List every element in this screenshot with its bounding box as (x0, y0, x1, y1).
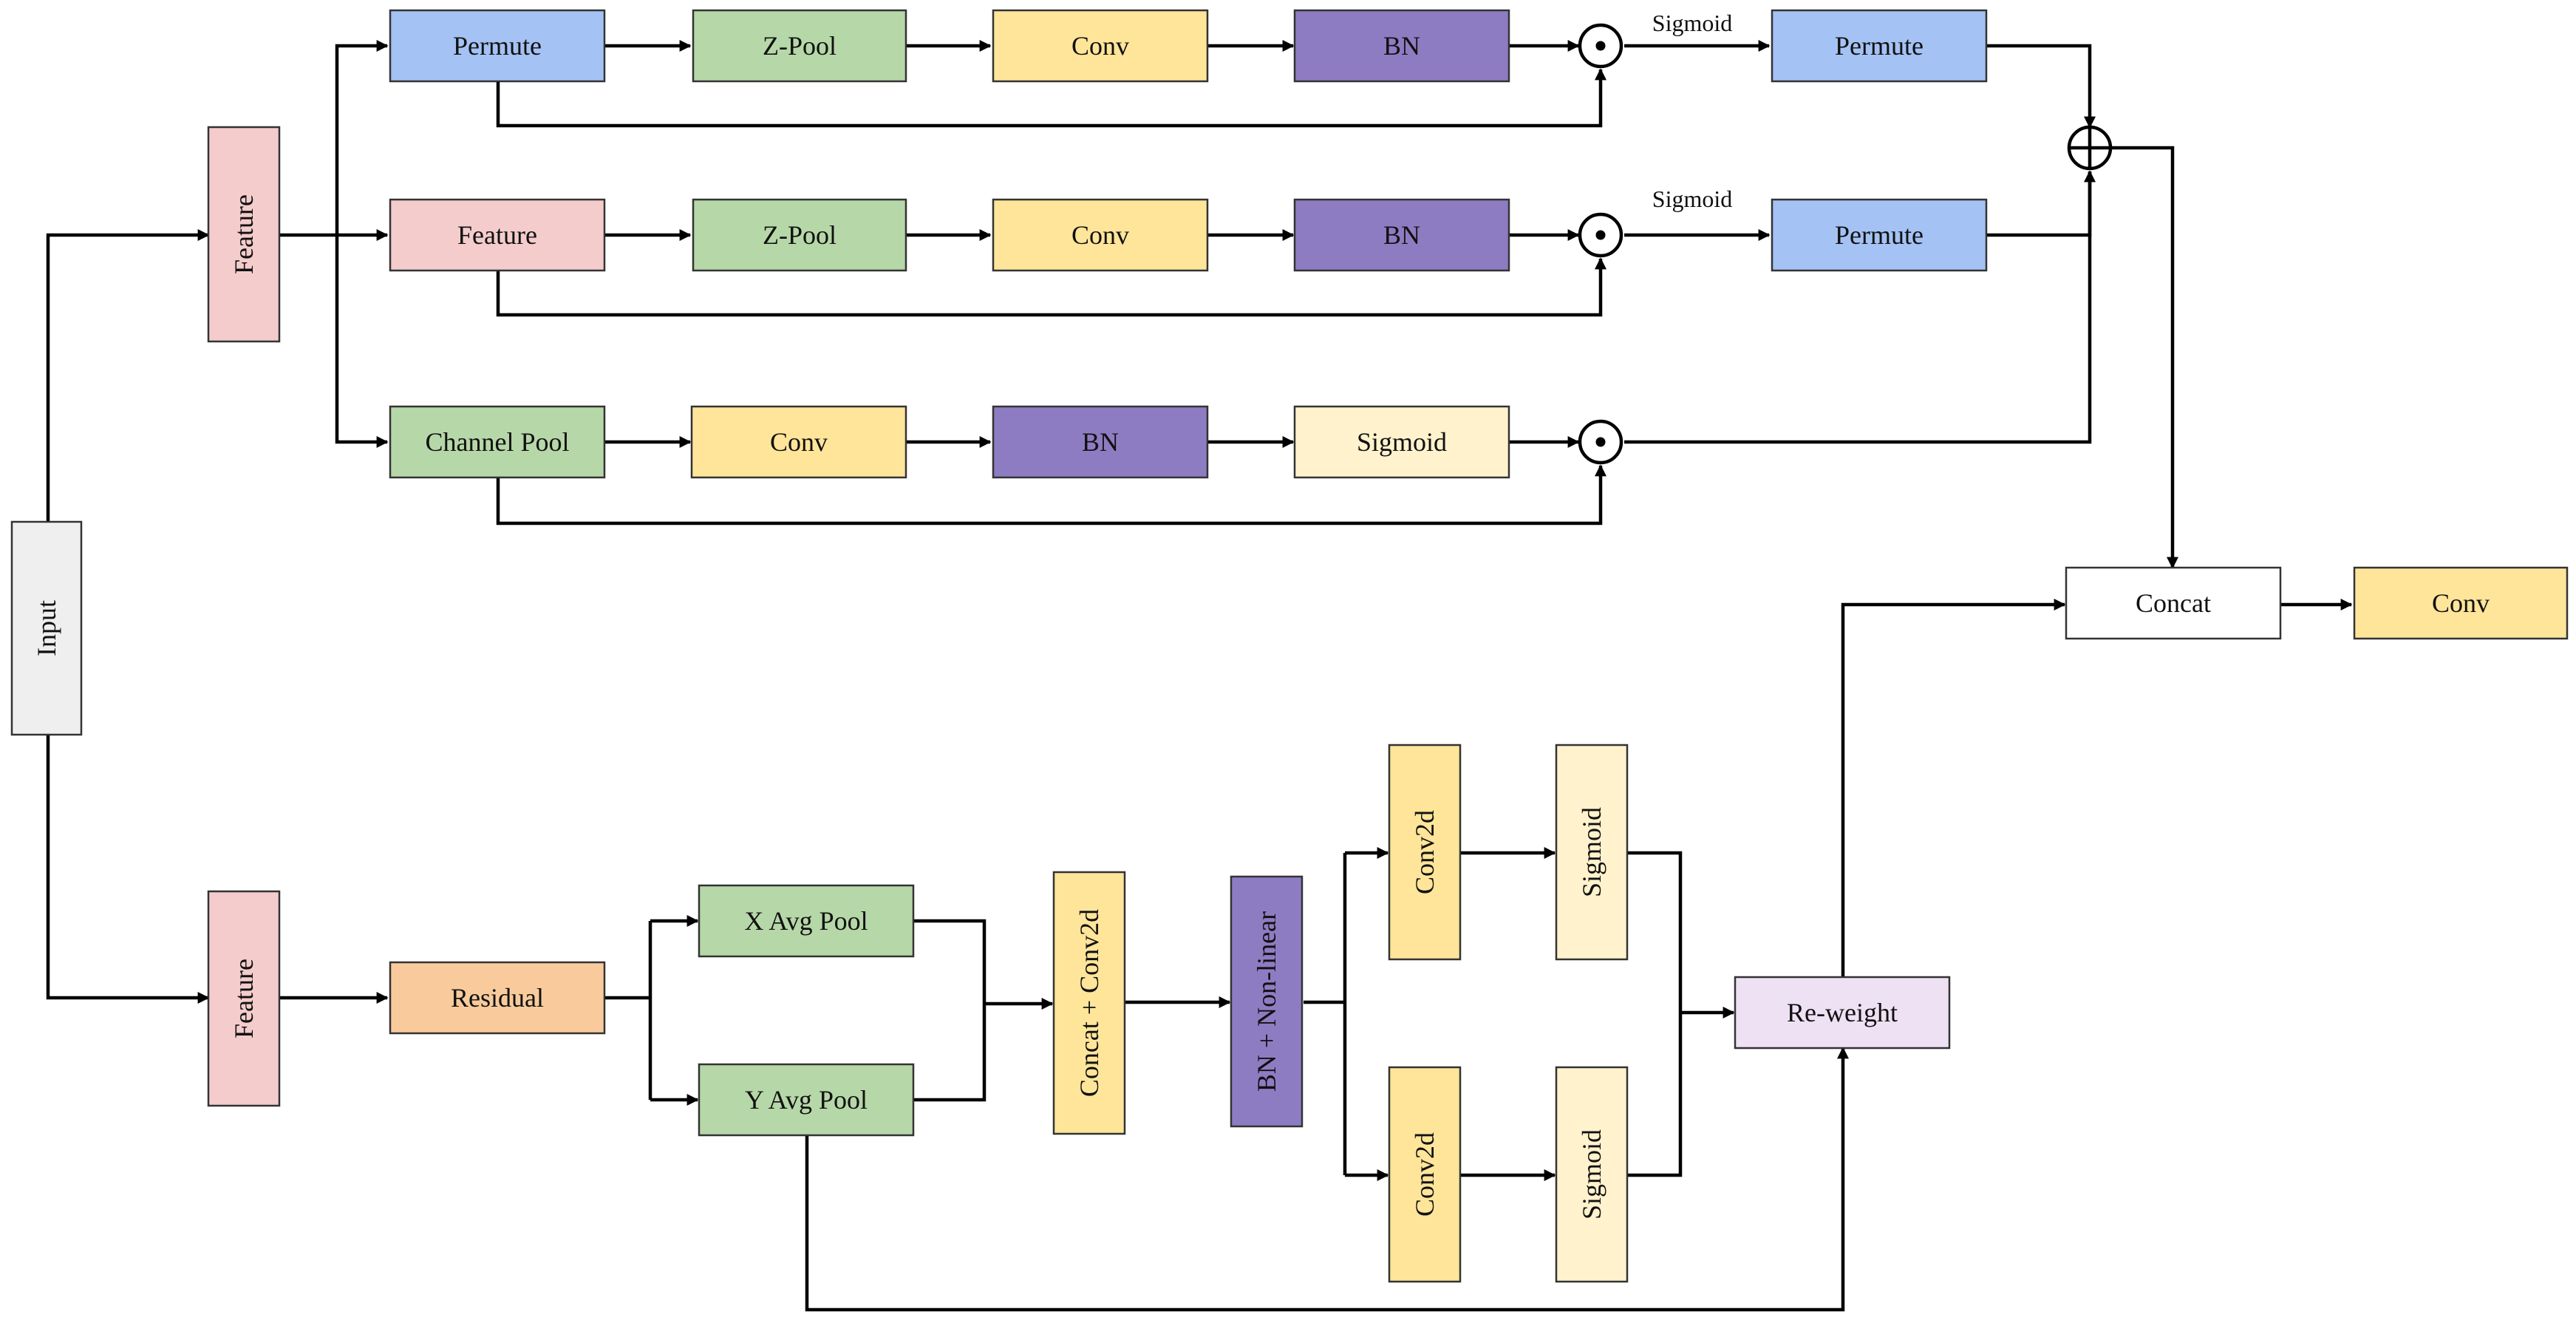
concat-conv2d-label: Concat + Conv2d (1074, 909, 1104, 1097)
conv2d-top-box: Conv2d (1388, 744, 1462, 961)
b3-channel-pool-label: Channel Pool (426, 427, 570, 457)
feature-bottom-label: Feature (229, 959, 259, 1038)
b2-zpool-label: Z-Pool (763, 220, 836, 250)
b1-sigmoid-label: Sigmoid (1652, 10, 1732, 36)
y-avg-pool-label: Y Avg Pool (745, 1085, 868, 1115)
b1-bn-label: BN (1383, 31, 1420, 61)
conv-out-box: Conv (2353, 566, 2569, 640)
b1-permute-label: Permute (453, 31, 542, 61)
y-avg-pool-box: Y Avg Pool (698, 1063, 915, 1137)
feature-bottom-box: Feature (207, 890, 281, 1107)
b2-conv-box: Conv (992, 198, 1209, 272)
b1-conv-label: Conv (1071, 31, 1129, 61)
b2-zpool-box: Z-Pool (692, 198, 907, 272)
connection-lines (46, 40, 2353, 1312)
b1-zpool-label: Z-Pool (763, 31, 836, 61)
multiply-op-3 (1578, 419, 1623, 465)
residual-label: Residual (451, 983, 544, 1013)
b3-conv-box: Conv (690, 405, 907, 479)
b3-bn-label: BN (1082, 427, 1119, 457)
concat-label: Concat (2136, 588, 2211, 618)
multiply-op-1 (1578, 23, 1623, 69)
conv-out-label: Conv (2432, 588, 2490, 618)
concat-conv2d-box: Concat + Conv2d (1052, 871, 1126, 1135)
b2-bn-box: BN (1293, 198, 1510, 272)
b3-sigmoid-label: Sigmoid (1357, 427, 1447, 457)
residual-box: Residual (389, 961, 606, 1035)
b1-permute-box: Permute (389, 9, 606, 83)
concat-box: Concat (2065, 566, 2282, 640)
b1-bn-box: BN (1293, 9, 1510, 83)
b2-sigmoid-label: Sigmoid (1652, 186, 1732, 212)
reweight-label: Re-weight (1787, 998, 1898, 1027)
bn-nonlinear-box: BN + Non-linear (1230, 875, 1304, 1128)
multiply-op-2 (1578, 212, 1623, 258)
add-op (2067, 125, 2113, 171)
b2-permute-out-box: Permute (1771, 198, 1988, 272)
b2-bn-label: BN (1383, 220, 1420, 250)
b3-sigmoid-box: Sigmoid (1293, 405, 1510, 479)
b2-feature-label: Feature (457, 220, 537, 250)
b1-permute-out-box: Permute (1771, 9, 1988, 83)
x-avg-pool-label: X Avg Pool (744, 906, 868, 936)
b2-conv-label: Conv (1071, 220, 1129, 250)
conv2d-bottom-label: Conv2d (1410, 1132, 1439, 1217)
sigmoid-bottom-label: Sigmoid (1577, 1129, 1606, 1220)
bn-nonlinear-label: BN + Non-linear (1252, 911, 1281, 1092)
b3-channel-pool-box: Channel Pool (389, 405, 606, 479)
conv2d-top-label: Conv2d (1410, 810, 1439, 894)
feature-top-box: Feature (207, 126, 281, 343)
b1-conv-box: Conv (992, 9, 1209, 83)
b2-feature-box: Feature (389, 198, 606, 272)
sigmoid-bottom-box: Sigmoid (1555, 1066, 1629, 1283)
x-avg-pool-box: X Avg Pool (698, 884, 915, 958)
conv2d-bottom-box: Conv2d (1388, 1066, 1462, 1283)
b1-zpool-box: Z-Pool (692, 9, 907, 83)
reweight-box: Re-weight (1734, 976, 1951, 1050)
sigmoid-top-box: Sigmoid (1555, 744, 1629, 961)
feature-top-label: Feature (229, 194, 259, 274)
sigmoid-top-label: Sigmoid (1577, 807, 1606, 897)
input-label: Input (32, 600, 61, 656)
b1-permute-out-label: Permute (1835, 31, 1924, 61)
b3-bn-box: BN (992, 405, 1209, 479)
input-box: Input (10, 520, 83, 736)
b3-conv-label: Conv (770, 427, 828, 457)
b2-permute-out-label: Permute (1835, 220, 1924, 250)
